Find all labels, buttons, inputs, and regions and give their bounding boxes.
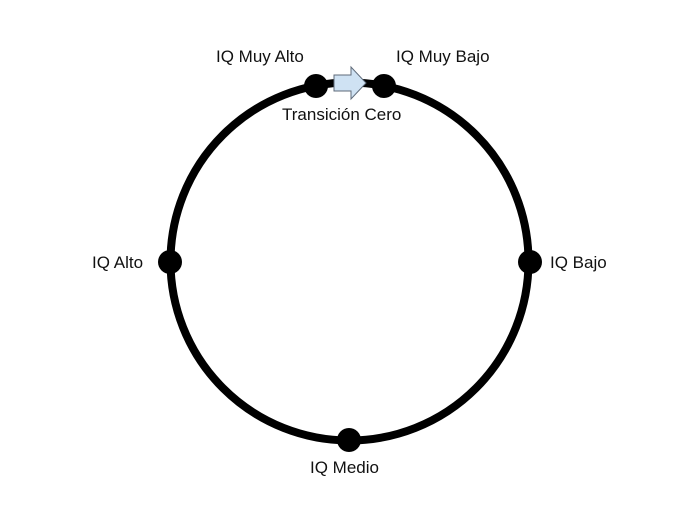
transition-arrow-icon — [333, 65, 367, 101]
label-bajo: IQ Bajo — [550, 253, 607, 272]
label-muy-bajo: IQ Muy Bajo — [396, 47, 490, 66]
label-transition: Transición Cero — [282, 105, 402, 124]
node-bajo — [518, 250, 542, 274]
node-alto — [158, 250, 182, 274]
label-alto: IQ Alto — [92, 253, 144, 272]
cycle-ring — [166, 78, 533, 445]
label-muy-alto: IQ Muy Alto — [216, 47, 304, 66]
label-medio: IQ Medio — [310, 458, 379, 477]
node-muy-alto — [304, 74, 328, 98]
node-medio — [337, 428, 361, 452]
node-muy-bajo — [372, 74, 396, 98]
